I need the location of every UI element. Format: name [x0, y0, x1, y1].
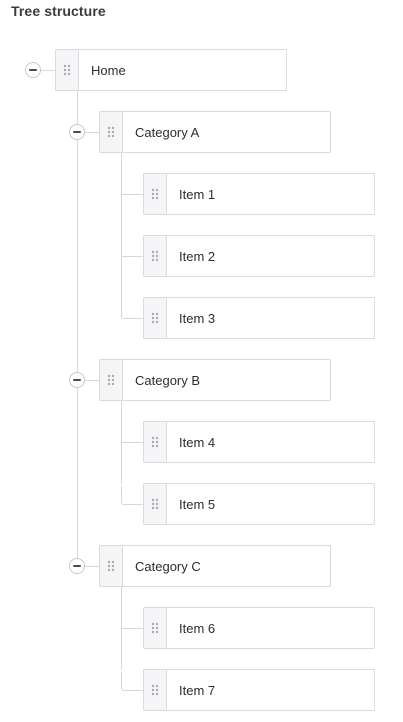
tree-connector: [85, 132, 99, 133]
tree-connector: [121, 256, 143, 257]
tree-node-category-c[interactable]: Category C: [99, 545, 331, 587]
tree-node-home[interactable]: Home: [55, 49, 287, 91]
tree-connector: [121, 628, 143, 629]
tree-node-category-a[interactable]: Category A: [99, 111, 331, 153]
drag-handle-icon[interactable]: [100, 360, 123, 400]
tree-node-label: Item 5: [179, 496, 216, 512]
tree-connector: [121, 672, 143, 691]
tree-node-label: Item 6: [179, 620, 216, 636]
tree-node-item-5[interactable]: Item 5: [143, 483, 375, 525]
tree-node-label: Item 7: [179, 682, 216, 698]
tree-node-label: Item 1: [179, 186, 216, 202]
tree-node-label: Category A: [135, 124, 200, 140]
drag-handle-icon[interactable]: [144, 484, 167, 524]
drag-handle-icon[interactable]: [144, 174, 167, 214]
tree-node-item-3[interactable]: Item 3: [143, 297, 375, 339]
drag-handle-icon[interactable]: [144, 298, 167, 338]
tree-node-item-4[interactable]: Item 4: [143, 421, 375, 463]
tree-connector: [121, 300, 143, 319]
tree-node-item-1[interactable]: Item 1: [143, 173, 375, 215]
drag-handle-icon[interactable]: [144, 608, 167, 648]
tree-connector: [121, 442, 143, 443]
tree-node-label: Item 3: [179, 310, 216, 326]
tree-connector: [121, 486, 143, 505]
tree-node-label: Item 2: [179, 248, 216, 264]
tree-node-item-2[interactable]: Item 2: [143, 235, 375, 277]
tree-node-item-7[interactable]: Item 7: [143, 669, 375, 711]
page-title: Tree structure: [11, 3, 106, 19]
collapse-minus-icon[interactable]: [69, 372, 85, 388]
tree-node-item-6[interactable]: Item 6: [143, 607, 375, 649]
tree-node-category-b[interactable]: Category B: [99, 359, 331, 401]
tree-connector: [121, 152, 122, 318]
tree-connector: [77, 90, 78, 565]
tree-node-label: Home: [91, 62, 126, 78]
drag-handle-icon[interactable]: [144, 422, 167, 462]
drag-handle-icon[interactable]: [100, 546, 123, 586]
tree-connector: [85, 566, 99, 567]
drag-handle-icon[interactable]: [56, 50, 79, 90]
collapse-minus-icon[interactable]: [69, 558, 85, 574]
collapse-minus-icon[interactable]: [25, 62, 41, 78]
collapse-minus-icon[interactable]: [69, 124, 85, 140]
tree-node-label: Category B: [135, 372, 201, 388]
tree-node-label: Category C: [135, 558, 201, 574]
drag-handle-icon[interactable]: [144, 670, 167, 710]
drag-handle-icon[interactable]: [144, 236, 167, 276]
drag-handle-icon[interactable]: [100, 112, 123, 152]
tree-connector: [41, 70, 55, 71]
tree-connector: [121, 194, 143, 195]
tree-node-label: Item 4: [179, 434, 216, 450]
tree-connector: [85, 380, 99, 381]
